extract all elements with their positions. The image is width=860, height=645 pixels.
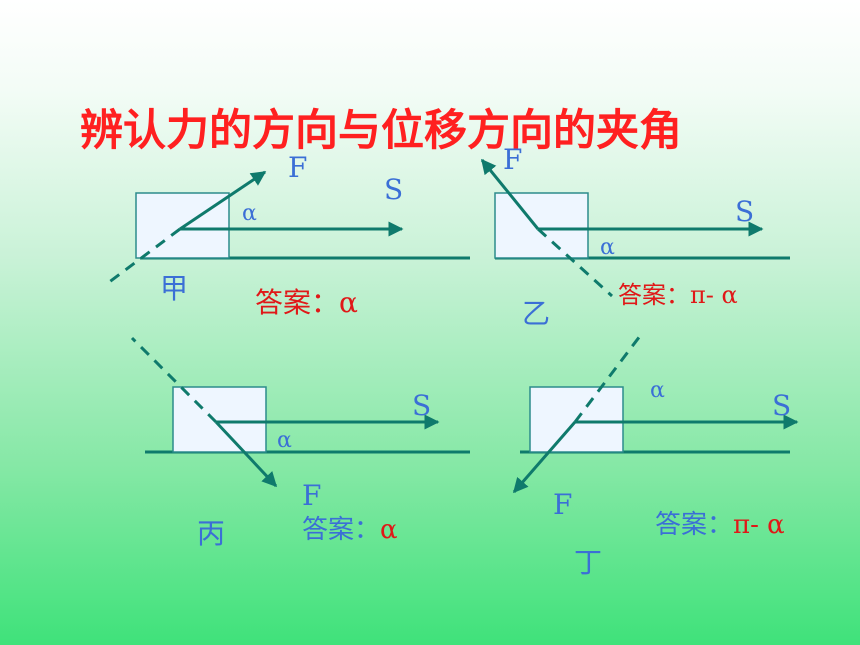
panel-bing xyxy=(130,336,470,488)
block xyxy=(172,386,267,453)
angle-label-jia: α xyxy=(242,201,257,226)
force-extension-dashed xyxy=(107,227,181,285)
force-extension-dashed xyxy=(536,227,614,298)
force-label-bing: F xyxy=(302,479,322,512)
answer-value: π- α xyxy=(733,510,785,540)
answer-ding: 答案：π- α xyxy=(655,512,785,538)
answer-jia: 答案：α xyxy=(255,289,358,317)
force-label-ding: F xyxy=(553,488,573,521)
panel-ding xyxy=(512,331,799,494)
force-arrow xyxy=(214,420,278,488)
answer-bing: 答案：α xyxy=(302,517,398,543)
answer-value: α xyxy=(380,515,398,545)
block xyxy=(494,192,589,259)
force-extension-dashed xyxy=(130,336,218,424)
displacement-label-yi: S xyxy=(735,195,755,228)
block xyxy=(135,192,230,259)
force-arrow xyxy=(512,421,577,494)
force-label-yi: F xyxy=(503,143,523,176)
panel-name-ding: 丁 xyxy=(574,546,603,579)
answer-prefix: 答案： xyxy=(655,510,734,540)
panel-name-jia: 甲 xyxy=(160,272,189,305)
answer-prefix: 答案： xyxy=(255,286,340,319)
force-arrow xyxy=(179,170,267,231)
answer-prefix: 答案： xyxy=(618,281,690,309)
answer-prefix: 答案： xyxy=(302,515,381,545)
answer-value: π- α xyxy=(690,281,738,309)
panel-name-bing: 丙 xyxy=(197,517,226,550)
panel-jia xyxy=(107,170,470,285)
panel-name-yi: 乙 xyxy=(522,297,551,330)
angle-label-ding: α xyxy=(650,378,665,403)
angle-label-yi: α xyxy=(600,235,615,260)
answer-value: α xyxy=(339,286,358,319)
force-label-jia: F xyxy=(288,151,308,184)
displacement-label-bing: S xyxy=(412,389,432,422)
answer-yi: 答案：π- α xyxy=(618,283,738,307)
angle-label-bing: α xyxy=(277,428,292,453)
displacement-label-ding: S xyxy=(772,389,792,422)
page-title: 辨认力的方向与位移方向的夹角 xyxy=(80,106,682,156)
force-arrow xyxy=(480,158,540,230)
panel-yi xyxy=(480,158,790,298)
displacement-label-jia: S xyxy=(384,173,404,206)
